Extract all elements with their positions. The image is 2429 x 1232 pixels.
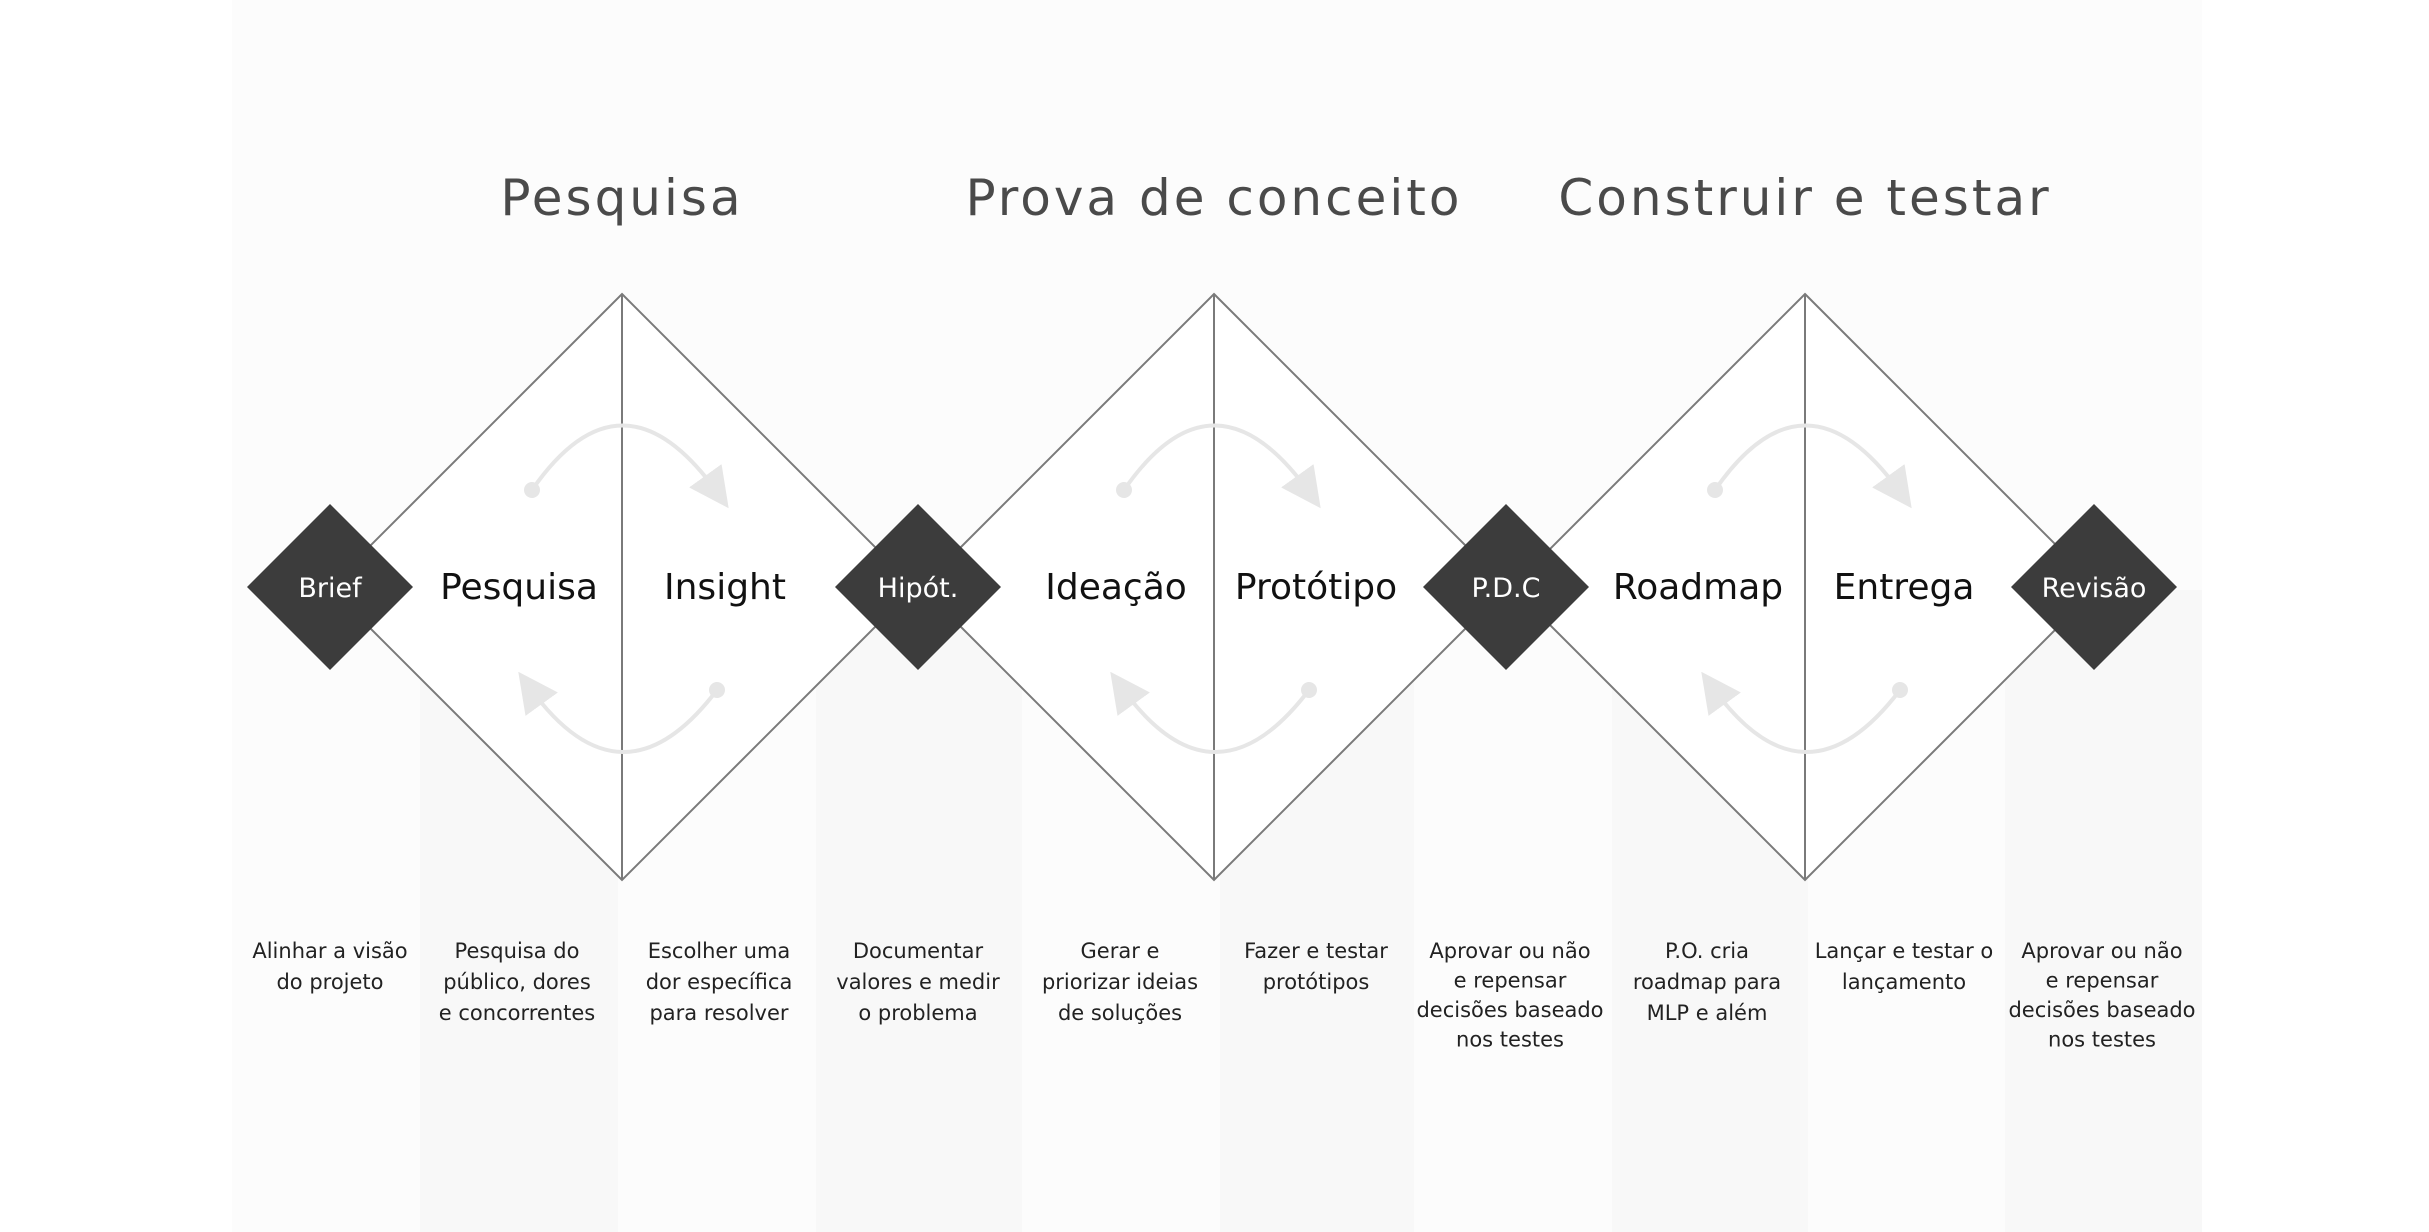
gate-diamond: Brief bbox=[247, 504, 413, 670]
description-line: e repensar bbox=[2046, 969, 2159, 993]
description-line: Aprovar ou não bbox=[2021, 939, 2182, 963]
description-line: Aprovar ou não bbox=[1429, 939, 1590, 963]
description-line: dor específica bbox=[646, 970, 793, 994]
gate-diamond: P.D.C bbox=[1423, 504, 1589, 670]
gate-label: Brief bbox=[298, 573, 363, 604]
gate-label: Revisão bbox=[2042, 573, 2147, 604]
step-description: Aprovar ou não e repensar decisões baseado… bbox=[1416, 939, 1603, 1052]
description-line: e concorrentes bbox=[439, 1001, 595, 1025]
stage-label: Ideação bbox=[1045, 567, 1187, 608]
description-line: P.O. cria bbox=[1665, 939, 1749, 963]
step-description: Documentar valores e medir o problema bbox=[836, 939, 1000, 1025]
description-line: roadmap para bbox=[1633, 970, 1781, 994]
column-band bbox=[816, 590, 1022, 1232]
step-description: Alinhar a visão do projeto bbox=[252, 939, 407, 994]
gate-label: P.D.C bbox=[1472, 573, 1541, 604]
stage-label: Insight bbox=[664, 567, 786, 608]
cycle-arrow-icon bbox=[1701, 671, 1908, 754]
description-line: Lançar e testar o bbox=[1815, 939, 1994, 963]
gate-shape bbox=[2011, 504, 2177, 670]
stage-label: Protótipo bbox=[1235, 567, 1397, 608]
stage-label: Roadmap bbox=[1613, 567, 1783, 608]
phase-diamond bbox=[327, 292, 917, 882]
gate-diamond: Revisão bbox=[2011, 504, 2177, 670]
description-line: de soluções bbox=[1058, 1001, 1182, 1025]
description-line: lançamento bbox=[1842, 970, 1966, 994]
cycle-arrow-icon bbox=[1707, 423, 1912, 509]
phase-diamond bbox=[919, 292, 1509, 882]
phase-title: Pesquisa bbox=[500, 169, 743, 227]
cycle-arrow-icon bbox=[1110, 671, 1317, 754]
step-description: Lançar e testar o lançamento bbox=[1815, 939, 1994, 994]
description-line: priorizar ideias bbox=[1042, 970, 1198, 994]
cycle-arrow-icon bbox=[518, 671, 725, 754]
gate-diamond: Hipót. bbox=[835, 504, 1001, 670]
phase-title: Prova de conceito bbox=[966, 169, 1463, 227]
step-description: Pesquisa do público, dores e concorrentes bbox=[439, 939, 595, 1025]
gate-shape bbox=[1423, 504, 1589, 670]
step-description: Aprovar ou não e repensar decisões baseado… bbox=[2008, 939, 2195, 1052]
column-band bbox=[2005, 590, 2202, 1232]
step-description: Escolher uma dor específica para resolver bbox=[646, 939, 793, 1025]
description-line: Alinhar a visão bbox=[252, 939, 407, 963]
stage-label: Pesquisa bbox=[440, 567, 598, 608]
stage-label: Entrega bbox=[1834, 567, 1975, 608]
phase-diamond bbox=[1510, 292, 2100, 882]
phase-title: Construir e testar bbox=[1558, 169, 2051, 227]
description-line: nos testes bbox=[2048, 1028, 2156, 1052]
description-line: Documentar bbox=[853, 939, 984, 963]
description-line: Fazer e testar bbox=[1244, 939, 1388, 963]
description-line: nos testes bbox=[1456, 1028, 1564, 1052]
gate-label: Hipót. bbox=[878, 573, 959, 604]
cycle-arrow-icon bbox=[524, 423, 729, 509]
gate-shape bbox=[247, 504, 413, 670]
description-line: e repensar bbox=[1454, 969, 1567, 993]
step-description: Gerar e priorizar ideias de soluções bbox=[1042, 939, 1198, 1025]
description-line: Escolher uma bbox=[648, 939, 791, 963]
description-line: decisões baseado bbox=[2008, 998, 2195, 1022]
description-line: decisões baseado bbox=[1416, 998, 1603, 1022]
description-line: do projeto bbox=[276, 970, 383, 994]
description-line: para resolver bbox=[649, 1001, 788, 1025]
cycle-arrow-icon bbox=[1116, 423, 1321, 509]
step-description: Fazer e testar protótipos bbox=[1244, 939, 1388, 994]
description-line: público, dores bbox=[443, 970, 591, 994]
description-line: valores e medir bbox=[836, 970, 1000, 994]
description-line: o problema bbox=[858, 1001, 977, 1025]
gate-shape bbox=[835, 504, 1001, 670]
description-line: Gerar e bbox=[1081, 939, 1160, 963]
description-line: protótipos bbox=[1263, 970, 1370, 994]
description-line: MLP e além bbox=[1647, 1001, 1768, 1025]
description-line: Pesquisa do bbox=[455, 939, 580, 963]
